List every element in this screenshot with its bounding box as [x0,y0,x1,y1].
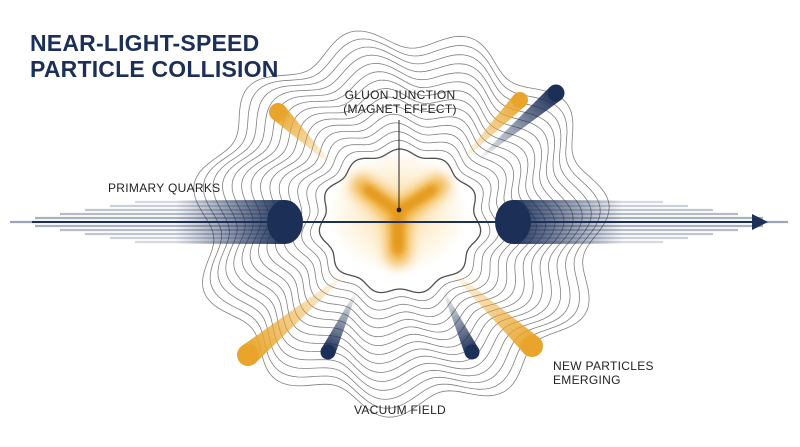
title-line-1: NEAR-LIGHT-SPEED [30,30,260,56]
particle-jet [461,92,528,161]
primary-quarks-label: PRIMARY QUARKS [108,181,221,195]
particle-head [269,103,287,121]
particle-jet [477,84,565,161]
particle-head [547,84,565,102]
particle-jet [269,103,333,166]
jet-trail [443,291,479,356]
jet-trail [461,94,526,161]
particle-head [464,344,480,360]
gluon-pointer [396,120,402,213]
new-particles-label: NEW PARTICLES EMERGING [553,359,654,387]
particle-head [521,335,543,357]
gluon-junction-label: GLUON JUNCTION (MAGNET EFFECT) [343,88,457,116]
diagram-title: NEAR-LIGHT-SPEED PARTICLE COLLISION [30,30,279,82]
jet-trail [240,271,349,364]
jet-trail [271,105,333,166]
particle-jet [237,271,349,366]
jet-trail [449,269,540,355]
particle-head [512,92,528,108]
particle-jet [443,291,480,360]
beam-axis-arrow [32,214,768,230]
particle-head [320,344,336,360]
jet-trail [321,291,357,356]
particle-head [237,344,259,366]
particle-jet [449,269,543,357]
title-line-2: PARTICLE COLLISION [30,56,279,82]
vacuum-field-label: VACUUM FIELD [353,403,447,417]
emerging-particle-jets [237,84,565,366]
particle-jet [320,291,357,360]
jet-trail [477,86,562,161]
